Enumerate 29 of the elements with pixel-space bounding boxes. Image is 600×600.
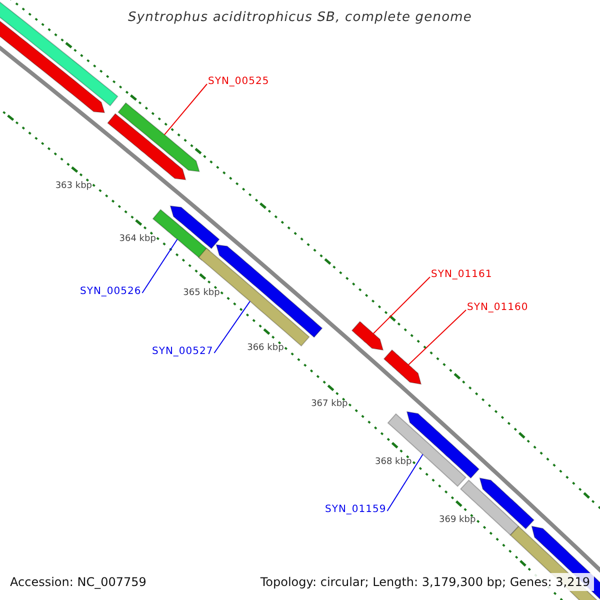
- gene-feature: [118, 102, 200, 172]
- scale-label: 369 kbp: [439, 515, 476, 526]
- gene-label: SYN_00527: [152, 346, 214, 357]
- scale-label: 364 kbp: [119, 234, 156, 244]
- leader-line: [142, 238, 178, 294]
- gene-label: SYN_01160: [467, 302, 528, 313]
- scale-label: 363 kbp: [55, 180, 92, 191]
- title: Syntrophus aciditrophicus SB, complete genome: [128, 10, 472, 25]
- gene-label: SYN_01159: [325, 504, 386, 515]
- gene-feature: [107, 112, 186, 180]
- gene-feature: [170, 205, 220, 250]
- gene-feature: [479, 477, 535, 530]
- scale-label: 367 kbp: [311, 399, 348, 410]
- gene-label: SYN_01161: [431, 269, 492, 280]
- leader-line: [214, 300, 250, 354]
- gene-feature: [0, 0, 118, 106]
- scale-label: 368 kbp: [375, 456, 412, 467]
- scale-label: 366 kbp: [247, 343, 284, 354]
- gene-feature: [510, 526, 600, 600]
- gene-feature: [383, 349, 422, 385]
- leader-line: [386, 454, 424, 512]
- gene-label: SYN_00525: [208, 76, 270, 87]
- gene-label: SYN_00526: [80, 286, 142, 297]
- scale-label: 365 kbp: [183, 288, 220, 298]
- leader-line: [372, 276, 430, 334]
- gene-feature: [460, 480, 520, 536]
- leader-line: [164, 84, 208, 136]
- leader-line: [408, 310, 466, 366]
- gene-feature: [351, 320, 384, 351]
